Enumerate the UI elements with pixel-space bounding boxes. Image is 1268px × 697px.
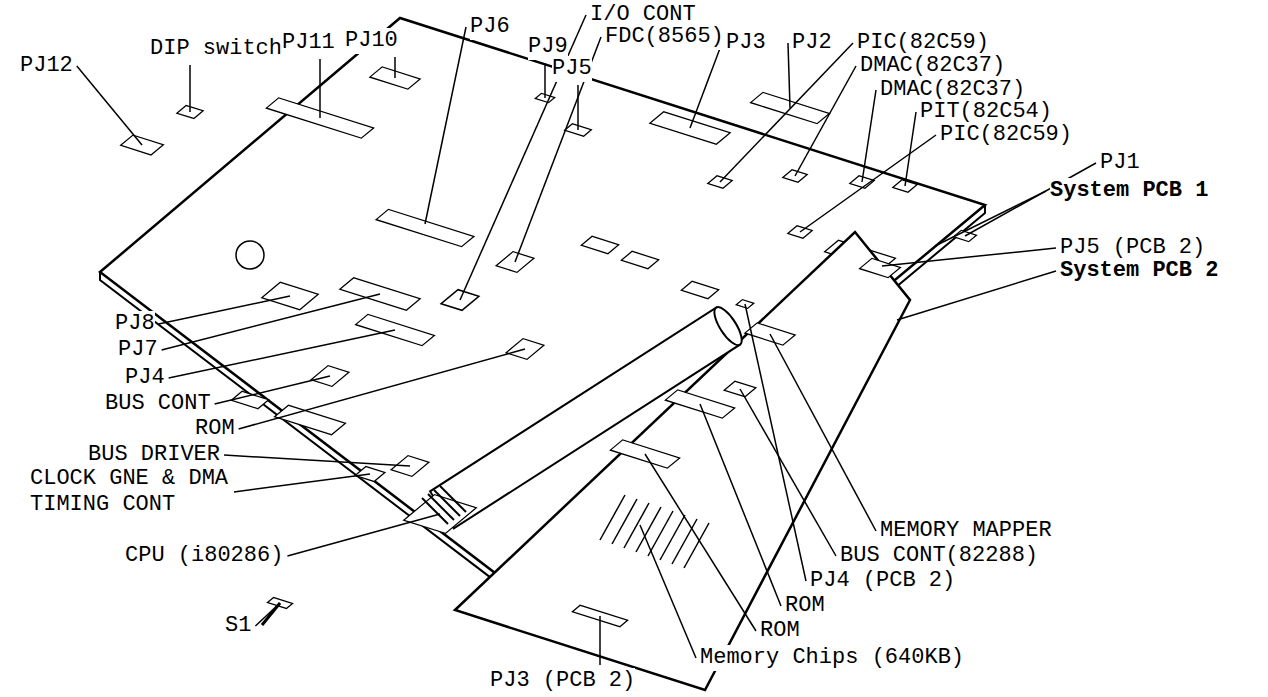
leader-line xyxy=(862,90,876,182)
part-label: ROM xyxy=(785,593,825,619)
leader-line xyxy=(788,43,790,108)
leader-line xyxy=(897,271,1056,320)
leader-line xyxy=(319,59,321,118)
part-label: PJ8 xyxy=(115,311,155,337)
part-label: S1 xyxy=(225,613,251,639)
leader-line xyxy=(700,404,781,606)
part-label: PJ1 xyxy=(1100,150,1140,176)
leader-line xyxy=(189,65,191,112)
part-label: BUS CONT xyxy=(105,391,211,417)
part-label: PJ11 xyxy=(282,30,335,56)
part-label: PJ3 xyxy=(726,30,766,56)
part-label: CLOCK GNE & DMA TIMING CONT xyxy=(30,466,230,518)
part-label: BUS DRIVER xyxy=(88,442,220,468)
part-label: FDC(8565) xyxy=(605,24,724,50)
leader-line xyxy=(77,66,142,145)
leader-line xyxy=(239,349,525,429)
part-label: System PCB 1 xyxy=(1050,178,1208,204)
pcb-edge xyxy=(100,272,520,600)
part-label: PJ6 xyxy=(470,14,510,40)
leader-line xyxy=(255,603,280,626)
leader-line xyxy=(690,43,722,128)
leader-line xyxy=(162,294,380,350)
leader-line xyxy=(640,525,696,658)
part-label: BUS CONT(82288) xyxy=(840,543,1038,569)
leader-line xyxy=(159,296,290,324)
leader-line xyxy=(425,27,466,224)
part-label: PJ3 (PCB 2) xyxy=(490,668,635,694)
leader-line xyxy=(215,376,330,404)
part-label: PJ5 xyxy=(552,56,592,82)
cpu-cylinder xyxy=(430,303,747,528)
leader-line xyxy=(905,112,916,186)
leader-line xyxy=(882,248,1056,266)
leader-line xyxy=(169,330,395,378)
heatsink xyxy=(404,486,477,533)
leader-line xyxy=(544,63,546,98)
part-label: PJ12 xyxy=(20,53,73,79)
part-label: MEMORY MAPPER xyxy=(880,518,1052,544)
leader-line xyxy=(577,85,579,130)
leader-line xyxy=(720,43,853,182)
leader-line xyxy=(800,135,936,232)
part-label: ROM xyxy=(760,618,800,644)
part-label: PJ2 xyxy=(792,30,832,56)
part-label: CPU (i80286) xyxy=(125,543,283,569)
leader-line xyxy=(234,474,370,492)
part-label: PJ4 xyxy=(125,365,165,391)
leader-line xyxy=(935,191,1046,246)
leader-line xyxy=(645,454,756,631)
part-label: DIP switch xyxy=(150,36,282,62)
part-label: System PCB 2 xyxy=(1060,258,1218,284)
leader-line xyxy=(795,66,856,176)
leader-line xyxy=(224,455,410,466)
leader-line xyxy=(287,514,440,556)
leader-line xyxy=(599,616,601,665)
part-label: DMAC(82C37) xyxy=(860,53,1005,79)
components xyxy=(267,258,900,626)
part-label: PJ7 xyxy=(118,337,158,363)
part-label: PIC(82C59) xyxy=(940,122,1072,148)
leader-line xyxy=(740,389,836,556)
leader-line xyxy=(770,334,876,531)
part-label: PJ10 xyxy=(345,28,398,54)
part-label: ROM xyxy=(195,416,235,442)
leader-line xyxy=(394,57,396,78)
part-label: Memory Chips (640KB) xyxy=(700,645,964,671)
part-label: PJ4 (PCB 2) xyxy=(810,568,955,594)
leader-line xyxy=(515,37,601,262)
